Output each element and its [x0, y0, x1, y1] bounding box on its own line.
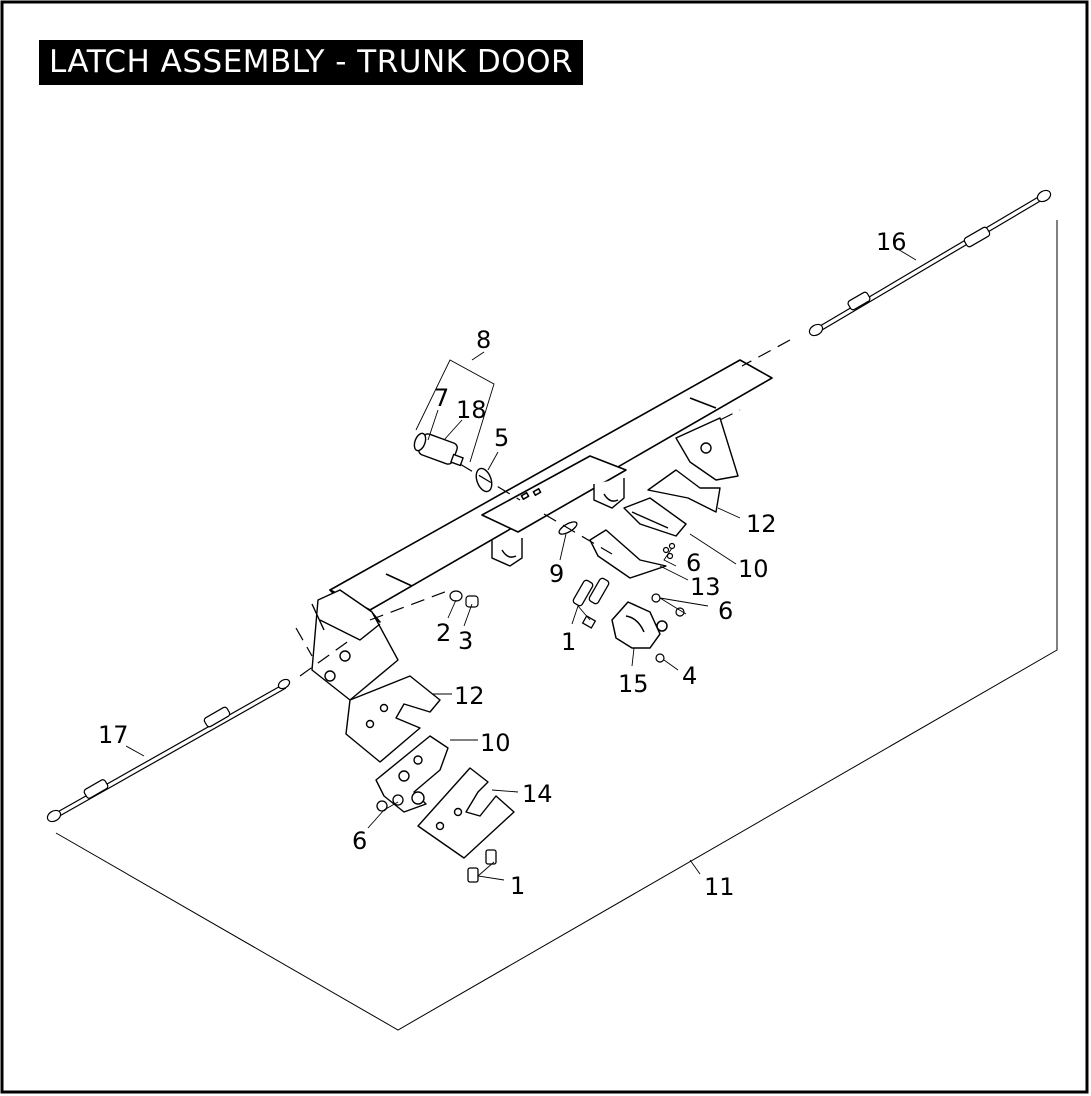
assembly-dash-lines — [295, 339, 791, 677]
callout-10-upper: 10 — [738, 555, 769, 583]
e-clips-left — [376, 794, 404, 812]
lower-left-lever-10 — [375, 735, 449, 813]
callout-12-lower: 12 — [454, 682, 485, 710]
callout-3: 3 — [458, 627, 473, 655]
page-title: LATCH ASSEMBLY - TRUNK DOOR — [48, 44, 574, 80]
latch-body-15 — [611, 601, 668, 649]
callout-5: 5 — [494, 424, 509, 452]
leader-lines — [125, 247, 917, 881]
callout-17: 17 — [98, 721, 129, 749]
right-bracket — [647, 417, 739, 513]
cable-16 — [808, 189, 1052, 337]
screws-bottom — [467, 849, 497, 883]
washer-5 — [475, 467, 493, 493]
callout-10-lower: 10 — [480, 729, 511, 757]
callout-18: 18 — [456, 396, 487, 424]
callout-1-right: 1 — [561, 628, 576, 656]
lower-left-plate-12 — [345, 675, 441, 763]
callout-15: 15 — [618, 670, 649, 698]
callout-8: 8 — [476, 326, 491, 354]
lower-cover-plate-14 — [417, 767, 515, 859]
callout-11: 11 — [704, 873, 735, 901]
screws-right — [572, 577, 610, 629]
bushing-3 — [465, 595, 479, 608]
washer-2 — [449, 590, 463, 602]
callout-16: 16 — [876, 228, 907, 256]
title-banner: LATCH ASSEMBLY - TRUNK DOOR — [39, 40, 583, 85]
lock-cylinder-7 — [413, 432, 464, 467]
callout-6-lower: 6 — [352, 827, 367, 855]
callout-4: 4 — [682, 662, 697, 690]
callout-12-upper: 12 — [746, 510, 777, 538]
rail-brackets — [491, 478, 625, 567]
callout-2: 2 — [436, 619, 451, 647]
nut-4 — [655, 653, 665, 663]
callout-1-bottom: 1 — [510, 872, 525, 900]
upper-lever-10 — [623, 497, 687, 537]
left-bracket — [311, 589, 399, 701]
callout-labels: 16 8 7 18 5 12 10 6 13 6 9 2 3 1 4 15 12… — [98, 228, 907, 901]
base-plate-outline — [55, 220, 1058, 1031]
cable-17 — [46, 678, 291, 823]
callout-14: 14 — [522, 780, 553, 808]
callout-9: 9 — [549, 560, 564, 588]
callout-6-upper: 6 — [686, 549, 701, 577]
bracket-13 — [589, 529, 667, 579]
callout-6-right: 6 — [718, 597, 733, 625]
callout-13: 13 — [690, 573, 721, 601]
callout-7: 7 — [434, 384, 449, 412]
